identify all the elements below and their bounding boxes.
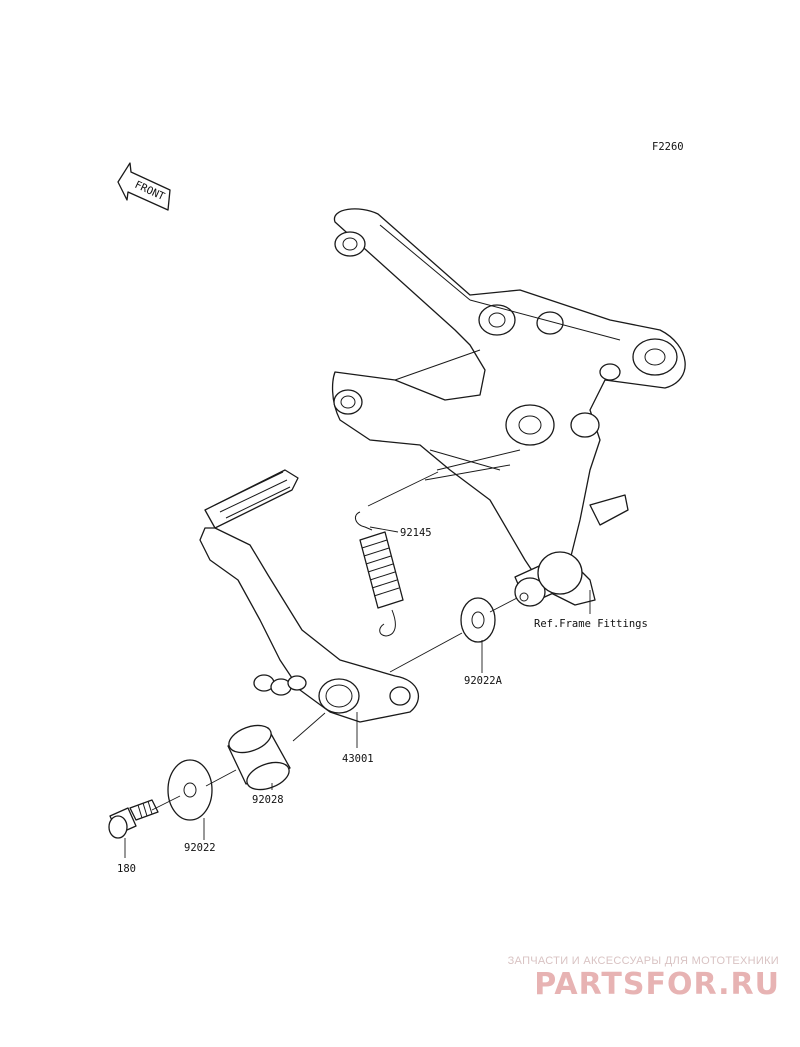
part-label-180: 180: [117, 863, 136, 875]
watermark-logo: ЗАПЧАСТИ И АКСЕССУАРЫ ДЛЯ МОТОТЕХНИКИ PA…: [508, 955, 780, 1002]
washer-92022: [167, 759, 213, 821]
washer-92022A: [460, 597, 496, 643]
watermark-logo-text: PARTSFOR.RU: [534, 967, 780, 1002]
pivot-shaft: [514, 551, 583, 607]
bushing-92028: [227, 724, 291, 791]
brake-pedal: [199, 469, 419, 723]
return-spring: [354, 511, 404, 637]
diagram-code: F2260: [652, 141, 684, 153]
assembly-lines: [124, 471, 591, 858]
watermark-subtitle: ЗАПЧАСТИ И АКСЕССУАРЫ ДЛЯ МОТОТЕХНИКИ: [508, 955, 779, 967]
part-label-92022: 92022: [184, 842, 216, 854]
part-label-43001: 43001: [342, 753, 374, 765]
part-label-92028: 92028: [252, 794, 284, 806]
bolt-180: [108, 799, 159, 839]
front-arrow-icon: FRONT: [117, 162, 171, 211]
frame-bracket: [331, 208, 686, 606]
part-label-92022A: 92022A: [464, 675, 503, 687]
part-label-92145: 92145: [400, 527, 432, 539]
ref-frame-fittings-label: Ref.Frame Fittings: [534, 618, 648, 630]
